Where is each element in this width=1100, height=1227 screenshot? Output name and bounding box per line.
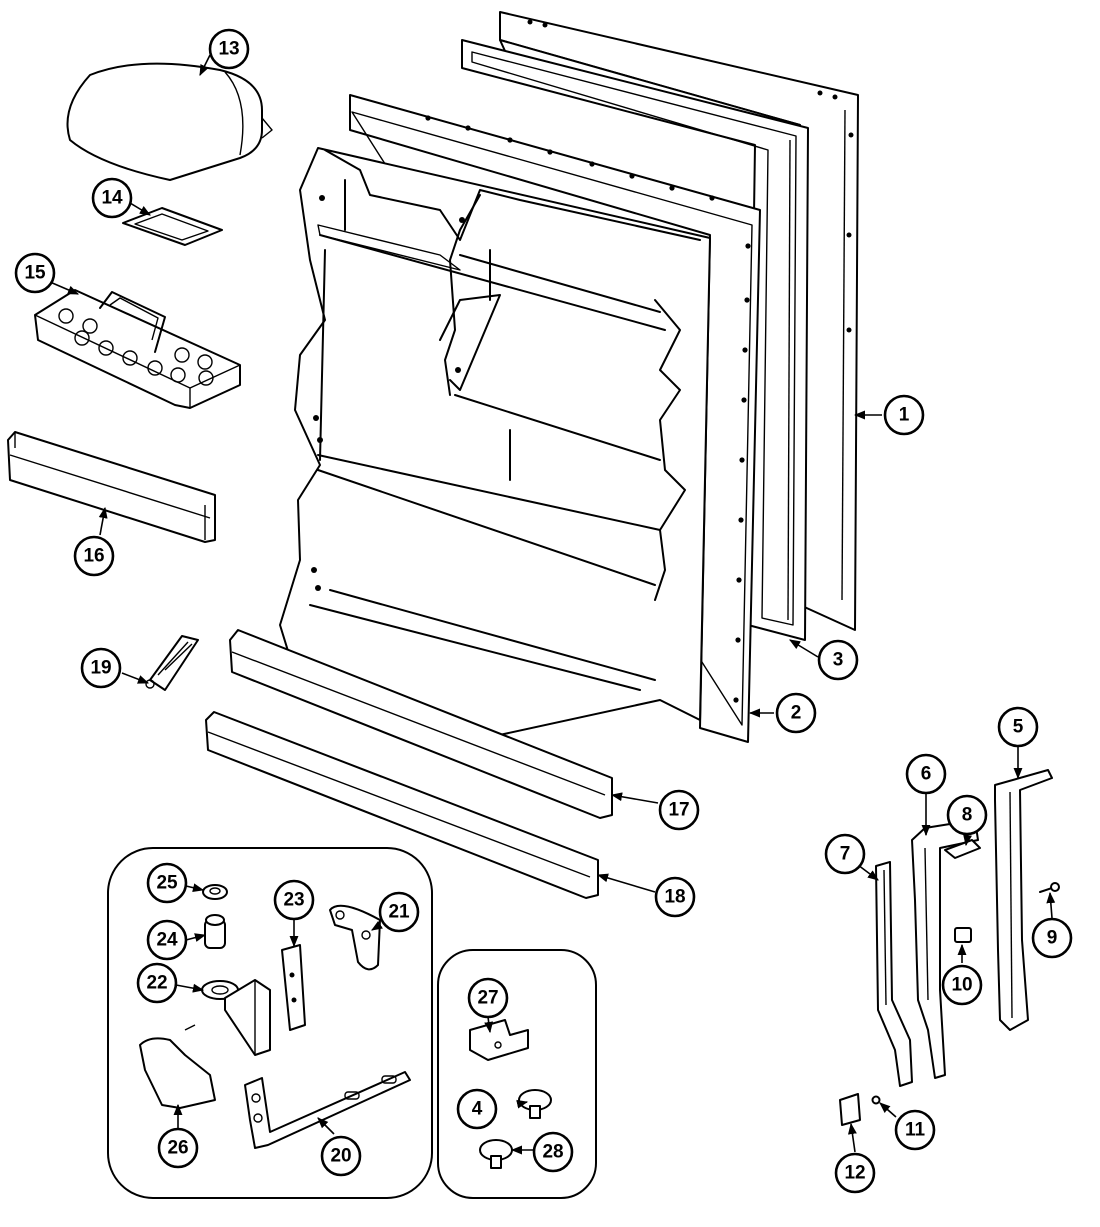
part-butter-tray — [122, 207, 223, 246]
callout-13: 13 — [208, 28, 250, 70]
callout-6: 6 — [905, 753, 947, 795]
callout-26: 26 — [157, 1127, 199, 1169]
part-door-shelves — [279, 147, 711, 749]
callout-4: 4 — [456, 1088, 498, 1130]
callout-28: 28 — [532, 1131, 574, 1173]
svg-text:26: 26 — [167, 1138, 188, 1159]
callout-20: 20 — [320, 1135, 362, 1177]
callout-23: 23 — [273, 879, 315, 921]
svg-text:28: 28 — [542, 1142, 563, 1163]
callout-27: 27 — [467, 977, 509, 1019]
svg-text:1: 1 — [899, 405, 910, 426]
hinge-kit-box — [107, 847, 433, 1199]
part-retainer-clip — [145, 635, 199, 691]
svg-text:19: 19 — [90, 658, 111, 679]
svg-text:12: 12 — [844, 1163, 865, 1184]
svg-text:22: 22 — [146, 973, 167, 994]
callout-2: 2 — [775, 692, 817, 734]
callout-24: 24 — [146, 919, 188, 961]
svg-text:4: 4 — [472, 1099, 483, 1120]
part-hinge-bracket-5 — [994, 769, 1053, 1031]
svg-text:24: 24 — [156, 930, 178, 951]
svg-text:23: 23 — [283, 890, 304, 911]
svg-text:8: 8 — [962, 805, 973, 826]
svg-text:17: 17 — [668, 800, 689, 821]
svg-text:25: 25 — [156, 873, 178, 894]
part-hinge-bracket-6 — [911, 819, 979, 1079]
callout-1: 1 — [883, 394, 925, 436]
svg-text:11: 11 — [905, 1120, 926, 1141]
svg-text:20: 20 — [330, 1146, 351, 1167]
part-shelf-trim-middle — [229, 629, 613, 819]
svg-text:15: 15 — [24, 263, 46, 284]
svg-text:10: 10 — [951, 975, 972, 996]
part-egg-tray — [34, 289, 241, 409]
part-spacer-10 — [954, 927, 972, 943]
callout-25: 25 — [146, 862, 188, 904]
part-screw-9 — [1039, 882, 1060, 893]
callout-14: 14 — [91, 177, 133, 219]
callout-22: 22 — [136, 962, 178, 1004]
svg-text:6: 6 — [921, 764, 932, 785]
part-dairy-door — [66, 62, 273, 181]
svg-text:7: 7 — [840, 844, 851, 865]
part-hinge-bracket-7 — [875, 861, 913, 1087]
callout-21: 21 — [378, 891, 420, 933]
svg-text:13: 13 — [218, 39, 239, 60]
svg-text:5: 5 — [1013, 717, 1024, 738]
callout-18: 18 — [654, 876, 696, 918]
svg-text:16: 16 — [83, 546, 104, 567]
callout-15: 15 — [14, 252, 56, 294]
callout-17: 17 — [658, 789, 700, 831]
callout-16: 16 — [73, 535, 115, 577]
svg-text:2: 2 — [791, 703, 802, 724]
leader-lines — [49, 54, 1056, 1155]
svg-text:18: 18 — [664, 887, 685, 908]
svg-text:27: 27 — [477, 988, 498, 1009]
callout-8: 8 — [946, 794, 988, 836]
callout-19: 19 — [80, 647, 122, 689]
callout-10: 10 — [941, 964, 983, 1006]
callout-3: 3 — [817, 639, 859, 681]
callout-5: 5 — [997, 706, 1039, 748]
callout-12: 12 — [834, 1152, 876, 1194]
callout-9: 9 — [1031, 917, 1073, 959]
svg-text:3: 3 — [833, 650, 844, 671]
part-shelf-trim-lower — [205, 711, 599, 899]
small-parts-box — [437, 949, 597, 1199]
part-screw-11 — [871, 1095, 881, 1105]
part-shelf-trim-upper — [7, 431, 216, 543]
callout-7: 7 — [824, 833, 866, 875]
callouts: 1 2 3 4 5 6 7 8 9 10 11 12 13 14 15 16 1… — [14, 28, 1073, 1194]
svg-text:21: 21 — [388, 902, 410, 923]
part-cap-12 — [839, 1093, 861, 1126]
callout-11: 11 — [894, 1109, 936, 1151]
svg-text:14: 14 — [101, 188, 123, 209]
svg-text:9: 9 — [1047, 928, 1058, 949]
